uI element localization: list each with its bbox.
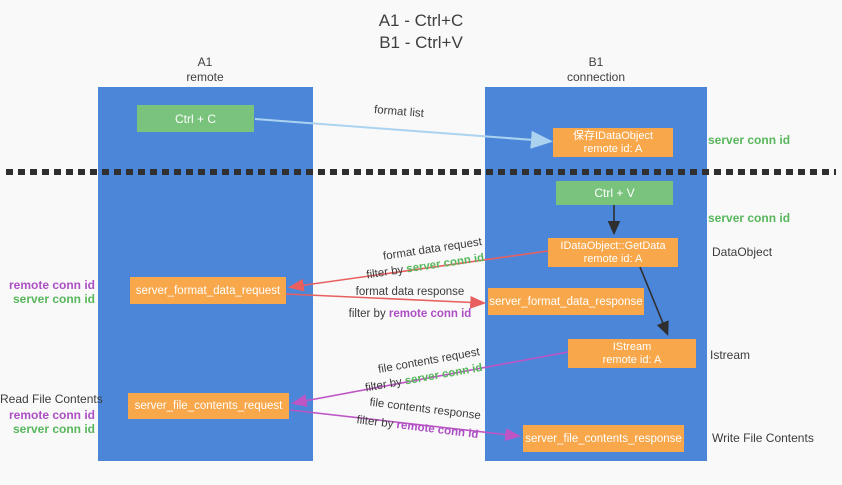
dataobject-annotation: DataObject: [712, 245, 773, 259]
left-column-header: A1 remote: [140, 55, 270, 85]
read-file-contents-annotation: Read File Contents: [0, 392, 103, 406]
left-column-name: remote: [186, 70, 224, 84]
copy-paste-divider-line: [6, 169, 836, 175]
left-conn-id-group-1: remote conn id server conn id: [0, 278, 95, 306]
title-line-2: B1 - Ctrl+V: [379, 33, 463, 52]
istream-line1: IStream: [612, 340, 652, 353]
remote-conn-id-annotation-1: remote conn id: [8, 278, 95, 292]
filter-by-text: filter by: [355, 414, 398, 431]
remote-conn-id-annotation-2: remote conn id: [8, 408, 95, 422]
title-line-1: A1 - Ctrl+C: [378, 11, 464, 30]
left-conn-id-group-2: remote conn id server conn id: [0, 408, 95, 436]
right-column-header: B1 connection: [531, 55, 661, 85]
server-conn-id-annotation-2: server conn id: [12, 422, 95, 436]
ctrl-c-node: Ctrl + C: [137, 105, 254, 132]
server-format-data-response-node: server_format_data_response: [488, 288, 644, 315]
istream-node: IStream remote id: A: [568, 339, 696, 368]
right-column-name: connection: [566, 70, 626, 84]
ctrl-v-node: Ctrl + V: [556, 181, 673, 205]
server-file-contents-response-node: server_file_contents_response: [523, 425, 684, 452]
save-dataobject-line2: remote id: A: [583, 142, 643, 155]
format-data-response-line1: format data response: [355, 286, 465, 298]
istream-line2: remote id: A: [602, 353, 662, 366]
left-column-id: A1: [197, 55, 213, 69]
right-column-id: B1: [588, 55, 604, 69]
filter-by-text: filter by: [365, 263, 408, 282]
format-data-response-label: format data response filter by remote co…: [335, 281, 485, 325]
getdata-node: IDataObject::GetData remote id: A: [548, 238, 678, 267]
format-list-label: format list: [373, 104, 425, 120]
server-conn-id-annotation-mid: server conn id: [708, 211, 791, 225]
istream-annotation: Istream: [710, 348, 751, 362]
filter-by-text: filter by: [348, 308, 389, 320]
file-contents-response-label: file contents response filter by remote …: [328, 389, 482, 445]
getdata-line1: IDataObject::GetData: [560, 239, 666, 252]
server-conn-id-annotation-1: server conn id: [12, 292, 95, 306]
diagram-title: A1 - Ctrl+C B1 - Ctrl+V: [0, 10, 842, 54]
server-format-data-request-node: server_format_data_request: [130, 277, 286, 304]
write-file-contents-annotation: Write File Contents: [712, 431, 814, 445]
format-data-response-filter: filter by remote conn id: [335, 303, 485, 325]
remote-conn-id-text: remote conn id: [388, 308, 472, 320]
filter-by-text: filter by: [364, 375, 407, 395]
save-dataobject-node: 保存IDataObject remote id: A: [553, 128, 673, 157]
server-conn-id-annotation-top: server conn id: [708, 133, 791, 147]
format-data-request-label: format data request filter by server con…: [337, 234, 485, 287]
getdata-line2: remote id: A: [583, 252, 643, 265]
save-dataobject-line1: 保存IDataObject: [572, 129, 654, 142]
server-file-contents-request-node: server_file_contents_request: [128, 393, 289, 419]
